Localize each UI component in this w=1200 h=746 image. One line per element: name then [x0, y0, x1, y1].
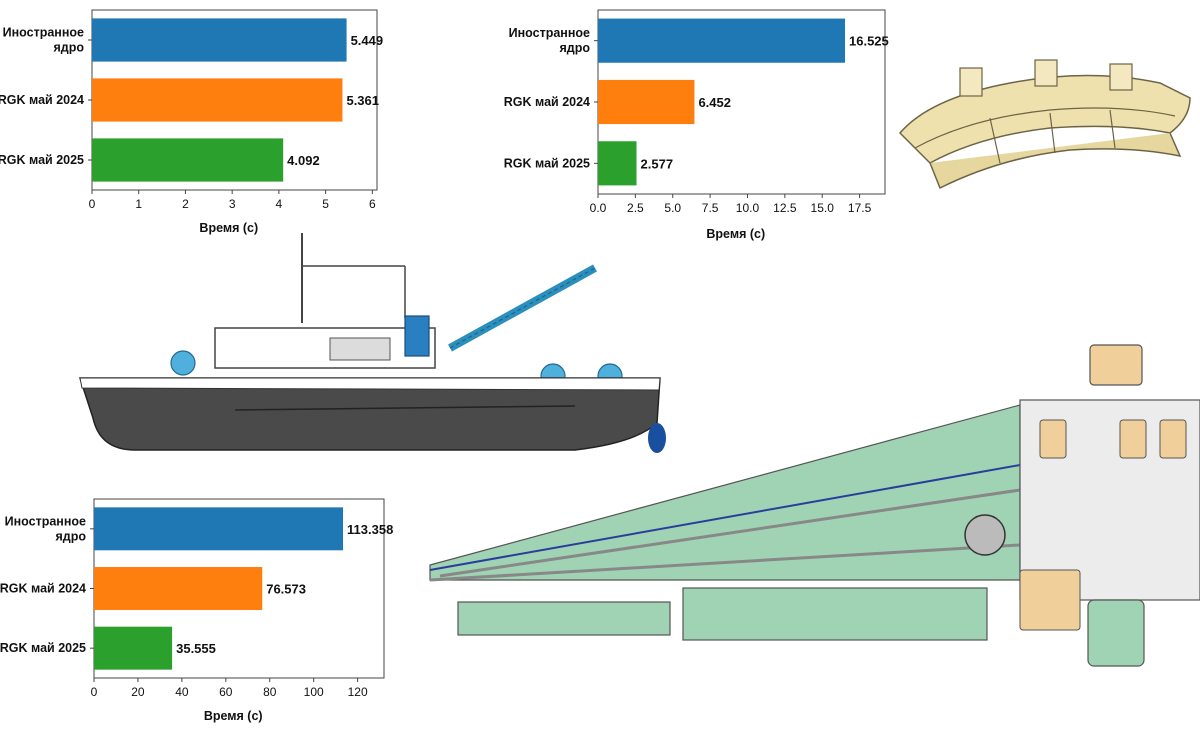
x-tick-label: 10.0 — [736, 201, 760, 215]
x-tick-label: 0.0 — [590, 201, 607, 215]
category-label: RGK май 2024 — [504, 95, 590, 109]
wing-structure-graphic — [429, 344, 1200, 667]
bar — [92, 78, 343, 122]
bar-value-label: 113.358 — [347, 522, 393, 537]
bar — [94, 567, 263, 610]
cad-bracket-graphic — [898, 59, 1191, 190]
x-tick-label: 60 — [219, 685, 233, 699]
x-tick-label: 40 — [175, 685, 189, 699]
x-tick-label: 17.5 — [848, 201, 872, 215]
bar — [92, 18, 347, 62]
x-tick-label: 80 — [263, 685, 277, 699]
x-tick-label: 5 — [322, 197, 329, 211]
category-label: RGK май 2024 — [0, 93, 84, 107]
bar-value-label: 2.577 — [641, 156, 674, 171]
x-tick-label: 7.5 — [702, 201, 719, 215]
x-tick-label: 5.0 — [664, 201, 681, 215]
bar — [92, 138, 284, 182]
x-tick-label: 0 — [91, 685, 98, 699]
bar-value-label: 4.092 — [287, 153, 320, 168]
bar — [94, 626, 173, 670]
x-tick-label: 15.0 — [811, 201, 835, 215]
x-tick-label: 2.5 — [627, 201, 644, 215]
ship-graphic — [78, 233, 666, 453]
bar — [94, 507, 344, 551]
bar-value-label: 5.361 — [346, 93, 379, 108]
cad-bracket-illustration — [890, 38, 1200, 198]
x-axis-label: Время (с) — [199, 221, 258, 235]
bar — [598, 18, 846, 63]
x-tick-label: 20 — [131, 685, 145, 699]
x-tick-label: 6 — [369, 197, 376, 211]
bar-value-label: 5.449 — [351, 33, 384, 48]
x-tick-label: 4 — [276, 197, 283, 211]
category-label: RGK май 2025 — [0, 641, 86, 655]
wing-structure-illustration — [400, 340, 1200, 690]
x-tick-label: 2 — [182, 197, 189, 211]
bar — [598, 141, 637, 186]
bar-value-label: 6.452 — [698, 95, 731, 110]
bar-value-label: 35.555 — [176, 641, 216, 656]
x-tick-label: 120 — [348, 685, 368, 699]
bar-value-label: 76.573 — [266, 582, 306, 597]
x-tick-label: 100 — [304, 685, 324, 699]
x-axis-label: Время (с) — [204, 709, 263, 723]
x-tick-label: 0 — [89, 197, 96, 211]
x-axis-label: Время (с) — [706, 227, 765, 241]
bar — [598, 79, 695, 125]
ship-illustration — [75, 228, 675, 460]
bar-value-label: 16.525 — [849, 34, 889, 49]
category-label: RGK май 2025 — [0, 153, 84, 167]
category-label: RGK май 2024 — [0, 582, 86, 596]
category-label: RGK май 2025 — [504, 156, 590, 170]
x-tick-label: 3 — [229, 197, 236, 211]
x-tick-label: 12.5 — [773, 201, 797, 215]
x-tick-label: 1 — [135, 197, 142, 211]
